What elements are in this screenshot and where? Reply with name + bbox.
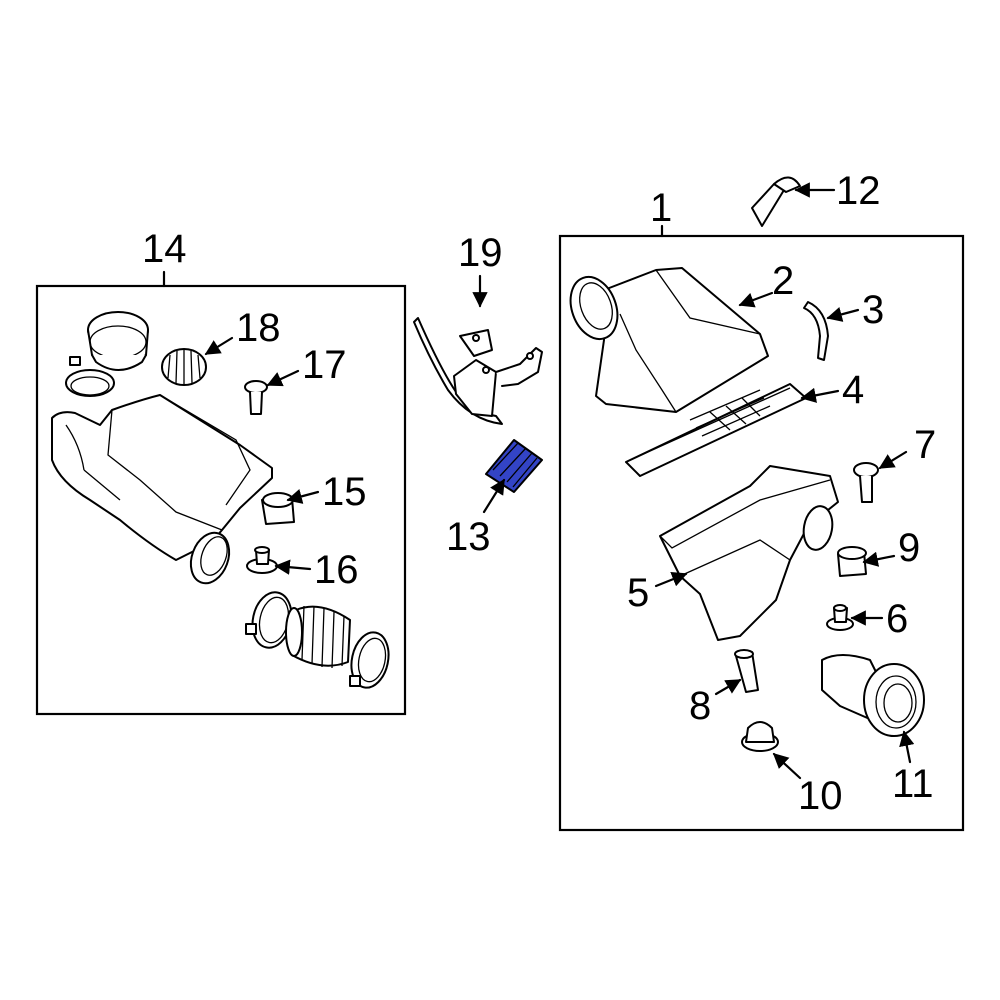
part-clip-9[interactable] — [837, 546, 867, 577]
part-cap-18[interactable] — [161, 348, 207, 386]
assembly-box-1 — [558, 234, 965, 832]
part-bracket-19[interactable] — [413, 317, 543, 425]
callout-1: 1 — [650, 186, 672, 230]
part-stud-8[interactable] — [734, 649, 759, 693]
leader-11 — [899, 730, 915, 764]
part-upper-resonator-body[interactable] — [51, 394, 273, 589]
callout-11: 11 — [892, 762, 934, 806]
leader-15 — [286, 488, 320, 504]
assembly-box-14 — [35, 284, 407, 716]
callout-15: 15 — [322, 470, 367, 514]
leader-3 — [826, 306, 860, 322]
leader-2 — [738, 291, 774, 308]
leader-17 — [266, 369, 300, 387]
callout-8: 8 — [689, 684, 711, 728]
part-hose-clamp-left[interactable] — [65, 356, 115, 397]
callout-10: 10 — [798, 774, 843, 818]
part-gasket-3[interactable] — [803, 301, 829, 361]
part-hose-clamp-bottom-left[interactable] — [245, 589, 296, 652]
part-bolt-17[interactable] — [244, 380, 268, 415]
leader-9 — [862, 551, 896, 567]
callout-18: 18 — [236, 306, 281, 350]
callout-13: 13 — [446, 515, 491, 559]
callout-3: 3 — [862, 288, 884, 332]
callout-2: 2 — [772, 259, 794, 303]
callout-7: 7 — [914, 423, 936, 467]
leader-7 — [878, 450, 908, 470]
callout-19: 19 — [458, 231, 503, 275]
part-lower-housing-5[interactable] — [659, 465, 839, 641]
leader-4 — [800, 387, 840, 403]
part-grommet-16[interactable] — [246, 546, 278, 574]
leader-5 — [654, 571, 688, 588]
part-clip-15[interactable] — [261, 492, 295, 525]
part-mount-10[interactable] — [741, 721, 779, 752]
callout-5: 5 — [627, 571, 649, 615]
callout-6: 6 — [886, 597, 908, 641]
leader-8 — [714, 678, 742, 696]
callout-16: 16 — [314, 548, 359, 592]
leader-16 — [274, 559, 312, 575]
part-inlet-11[interactable] — [821, 654, 925, 737]
part-upper-cover-2[interactable] — [562, 267, 769, 413]
part-bolt-7[interactable] — [853, 462, 879, 503]
callout-4: 4 — [842, 368, 864, 412]
callout-9: 9 — [898, 526, 920, 570]
callout-12: 12 — [836, 169, 881, 213]
callout-17: 17 — [302, 343, 347, 387]
leader-10 — [772, 752, 802, 780]
leader-13 — [482, 478, 506, 514]
part-filter-13-highlighted[interactable] — [485, 439, 543, 493]
part-hose-clamp-bottom-right[interactable] — [347, 629, 394, 691]
leader-18 — [204, 336, 234, 356]
part-grommet-6[interactable] — [826, 604, 854, 631]
part-sensor-12[interactable] — [751, 176, 801, 227]
part-intake-hose-bellows[interactable] — [285, 605, 351, 669]
callout-14: 14 — [142, 227, 187, 271]
part-duct-coupler[interactable] — [87, 311, 149, 371]
